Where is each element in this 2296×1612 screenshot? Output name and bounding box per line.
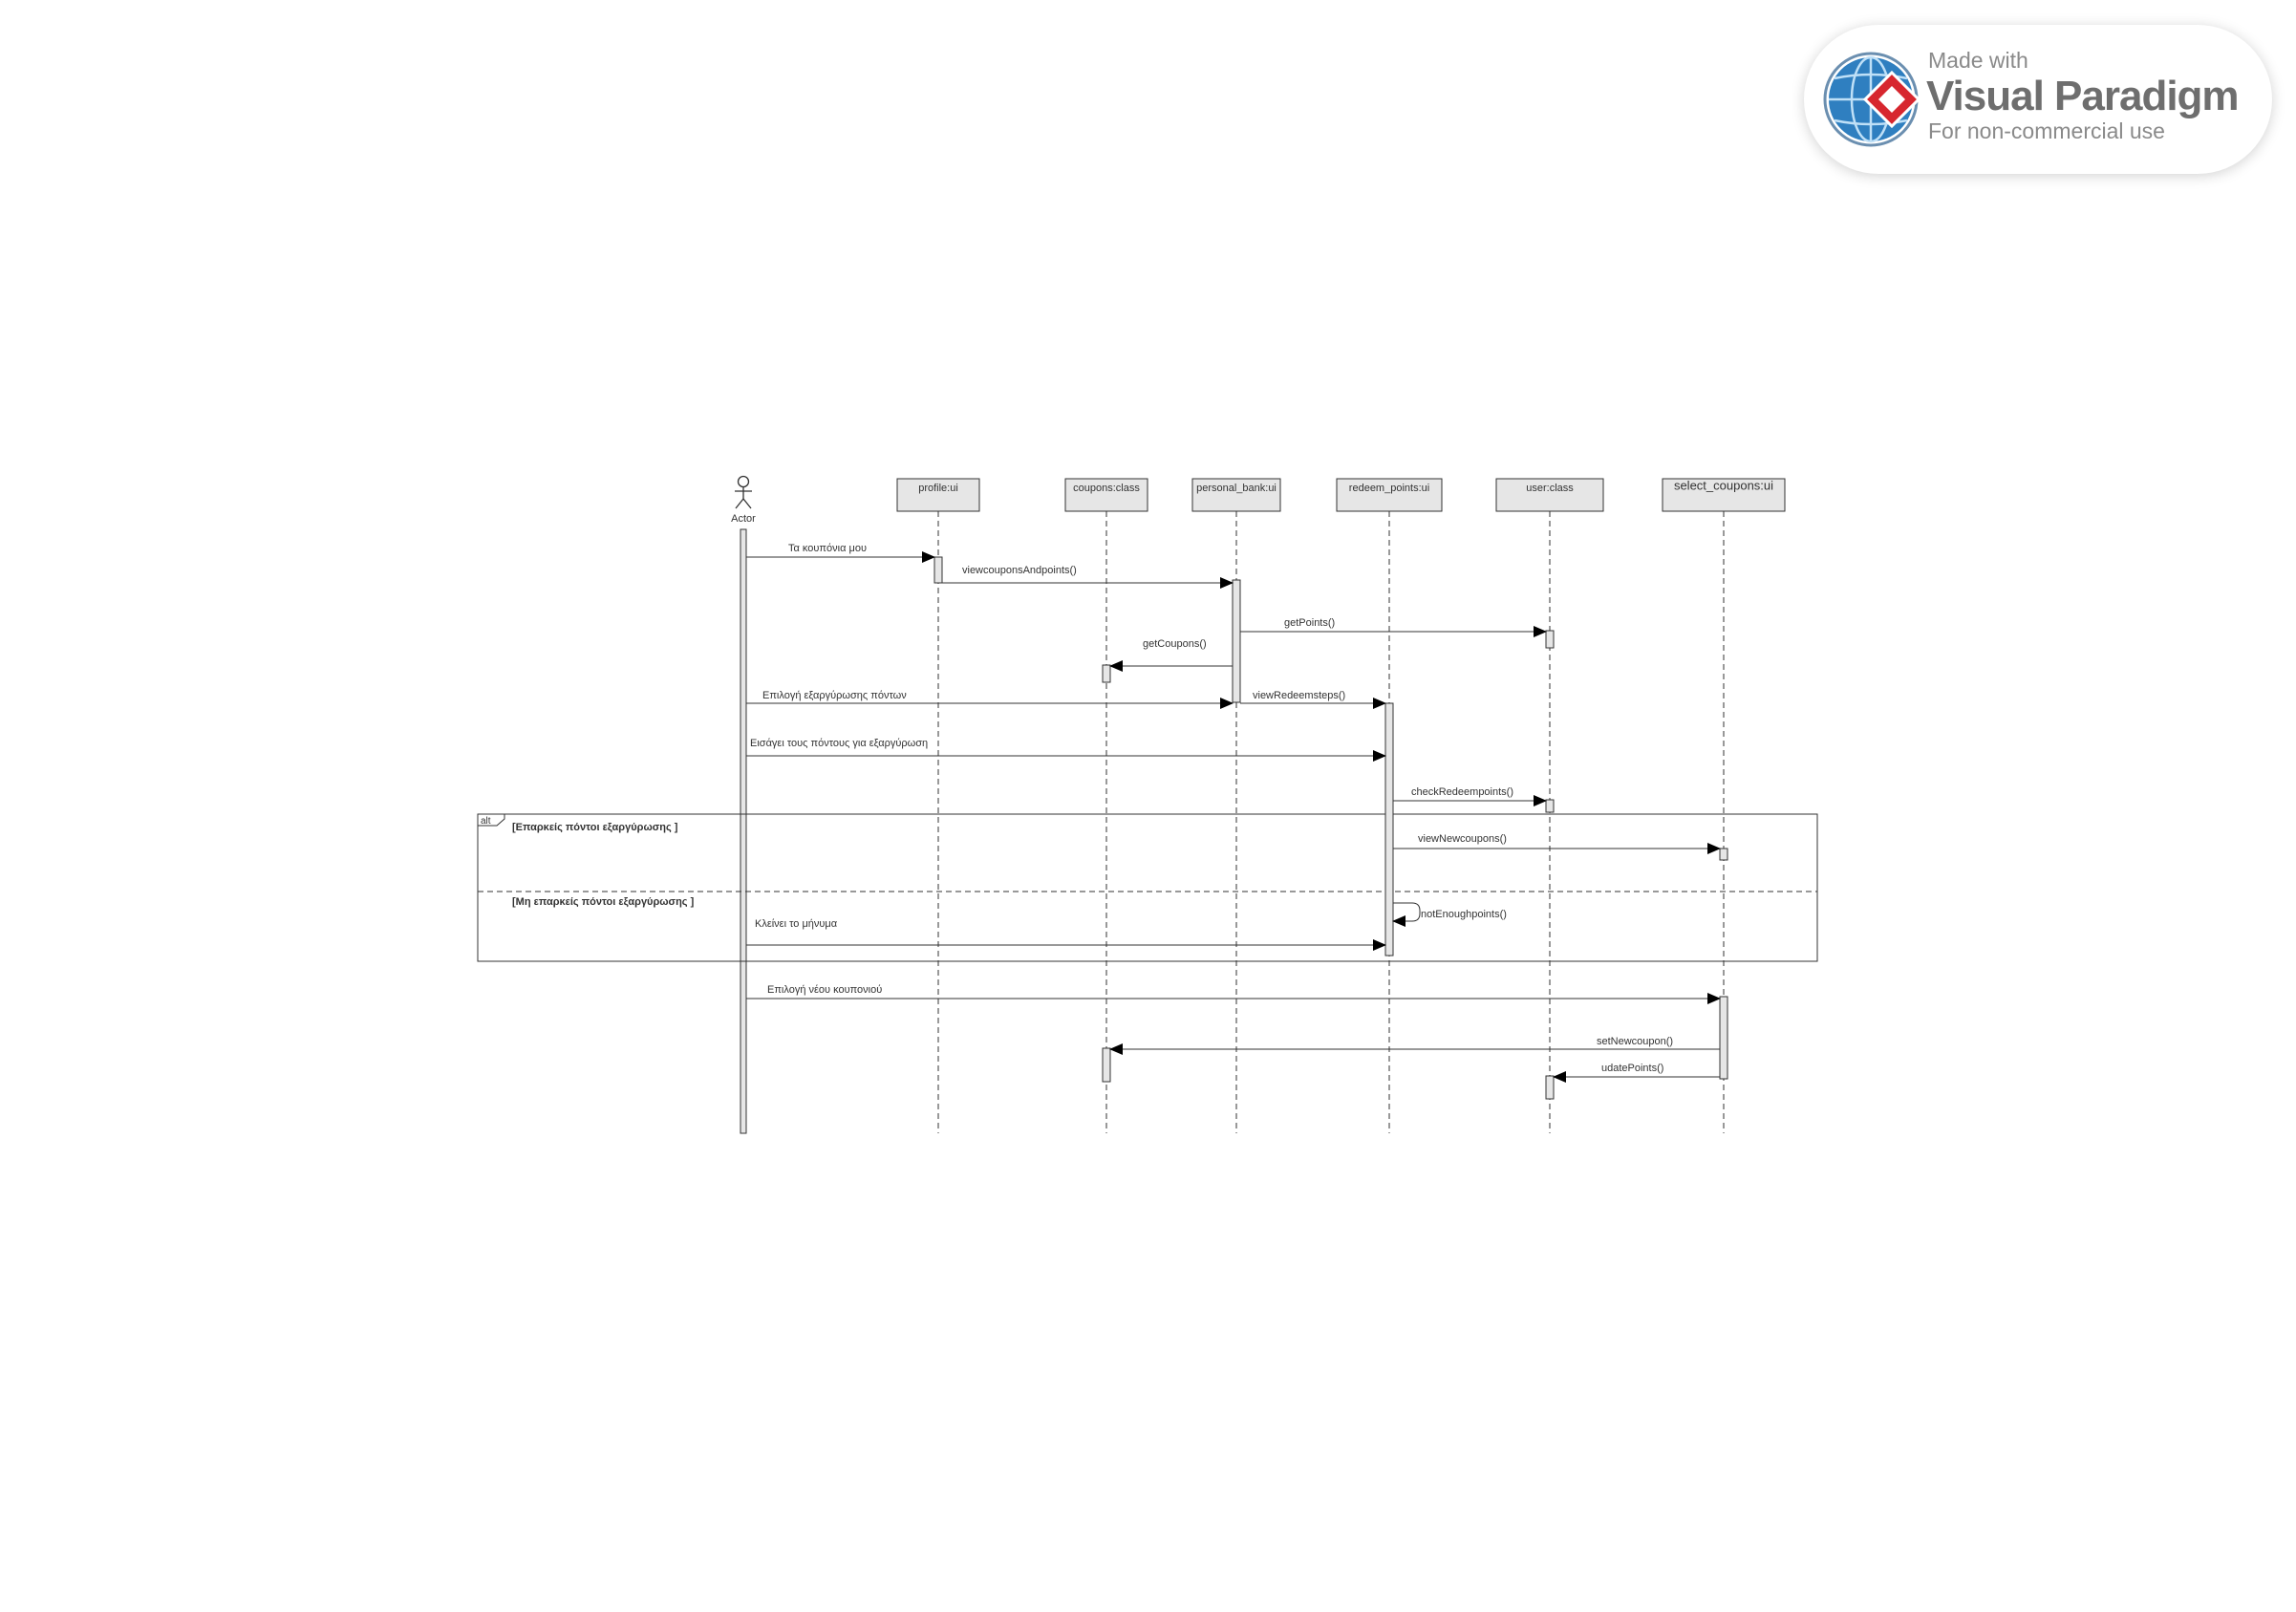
activation-bank (1232, 579, 1241, 703)
alt-fragment-frame (477, 813, 1818, 962)
lifeline-label-bank: personal_bank:ui (1196, 483, 1277, 494)
actor-activation-bar (740, 528, 747, 1134)
activation-redeem (1384, 702, 1394, 956)
message-select-redemption: Επιλογή εξαργύρωσης πόντων (746, 690, 1234, 709)
activation-user-1 (1545, 630, 1555, 649)
actor: Actor (731, 475, 756, 1134)
message-label: udatePoints() (1601, 1063, 1663, 1074)
watermark-made-with: Made with (1928, 48, 2028, 73)
actor-icon (737, 475, 750, 488)
lifeline-profile: profile:ui (896, 478, 980, 1133)
message-view-coupons-and-points: viewcouponsAndpoints() (942, 565, 1234, 589)
lifeline-coupons: coupons:class (1064, 478, 1148, 1133)
watermark-note: For non-commercial use (1928, 118, 2165, 143)
visual-paradigm-logo-icon (1823, 52, 1921, 147)
activation-profile (933, 556, 943, 584)
lifeline-user: user:class (1495, 478, 1604, 1133)
activation-coupons-2 (1102, 1047, 1111, 1083)
alt-fragment-operator: alt (481, 816, 491, 827)
message-label: viewRedeemsteps() (1253, 690, 1345, 701)
visual-paradigm-watermark: Made with Visual Paradigm For non-commer… (1804, 25, 2272, 174)
message-get-points: getPoints() (1240, 617, 1547, 637)
lifeline-label-coupons: coupons:class (1073, 483, 1140, 494)
message-label: getPoints() (1284, 617, 1335, 629)
message-close-message: Κλείνει το μήνυμα (746, 918, 1386, 951)
lifeline-head-profile (896, 478, 980, 512)
lifeline-label-select: select_coupons:ui (1674, 478, 1773, 492)
watermark-brand: Visual Paradigm (1926, 73, 2240, 119)
message-label: notEnoughpoints() (1421, 909, 1507, 920)
message-label: Τα κουπόνια μου (788, 543, 867, 554)
activation-bars (933, 556, 1728, 1100)
message-label: viewNewcoupons() (1418, 833, 1507, 845)
message-not-enough-points: notEnoughpoints() (1392, 902, 1507, 927)
lifeline-head-redeem (1336, 478, 1443, 512)
message-set-new-coupon: setNewcoupon() (1109, 1036, 1720, 1055)
message-view-new-coupons: viewNewcoupons() (1393, 833, 1721, 854)
activation-user-2 (1545, 799, 1555, 813)
message-label: Επιλογή εξαργύρωσης πόντων (762, 690, 907, 701)
activation-user-3 (1545, 1075, 1555, 1100)
message-enter-points: Εισάγει τους πόντους για εξαργύρωση (746, 738, 1386, 762)
alt-guard-insufficient: [Μη επαρκείς πόντοι εξαργύρωσης ] (512, 896, 695, 908)
lifeline-label-redeem: redeem_points:ui (1349, 483, 1429, 494)
message-label: Κλείνει το μήνυμα (755, 918, 838, 930)
actor-label: Actor (731, 513, 756, 525)
lifeline-head-user (1495, 478, 1604, 512)
messages: Τα κουπόνια μου viewcouponsAndpoints() g… (746, 543, 1721, 1083)
activation-select-1 (1719, 848, 1728, 861)
alt-fragment-tab (477, 813, 505, 827)
activation-select-2 (1719, 996, 1728, 1080)
message-check-redeem-points: checkRedeempoints() (1393, 786, 1547, 806)
lifeline-head-bank (1191, 478, 1281, 512)
lifeline-label-profile: profile:ui (918, 483, 958, 494)
message-view-redeem-steps: viewRedeemsteps() (1240, 690, 1386, 709)
lifeline-head-coupons (1064, 478, 1148, 512)
message-label: setNewcoupon() (1597, 1036, 1673, 1047)
message-label: Εισάγει τους πόντους για εξαργύρωση (750, 738, 928, 749)
lifeline-head-select (1662, 478, 1786, 512)
activation-coupons-1 (1102, 664, 1111, 683)
lifeline-label-user: user:class (1526, 483, 1574, 494)
message-update-points: udatePoints() (1553, 1063, 1720, 1083)
lifeline-bank: personal_bank:ui (1191, 478, 1281, 1133)
message-label: Επιλογή νέου κουπονιού (767, 984, 882, 996)
lifeline-redeem: redeem_points:ui (1336, 478, 1443, 1133)
alt-fragment: alt [Επαρκείς πόντοι εξαργύρωσης ] [Μη ε… (477, 813, 1818, 962)
message-get-coupons: getCoupons() (1109, 638, 1233, 672)
message-label: getCoupons() (1143, 638, 1207, 650)
message-my-coupons: Τα κουπόνια μου (746, 543, 935, 563)
message-select-new-coupon: Επιλογή νέου κουπονιού (746, 984, 1721, 1004)
alt-guard-sufficient: [Επαρκείς πόντοι εξαργύρωσης ] (512, 822, 678, 833)
message-label: checkRedeempoints() (1411, 786, 1513, 798)
message-label: viewcouponsAndpoints() (962, 565, 1077, 576)
